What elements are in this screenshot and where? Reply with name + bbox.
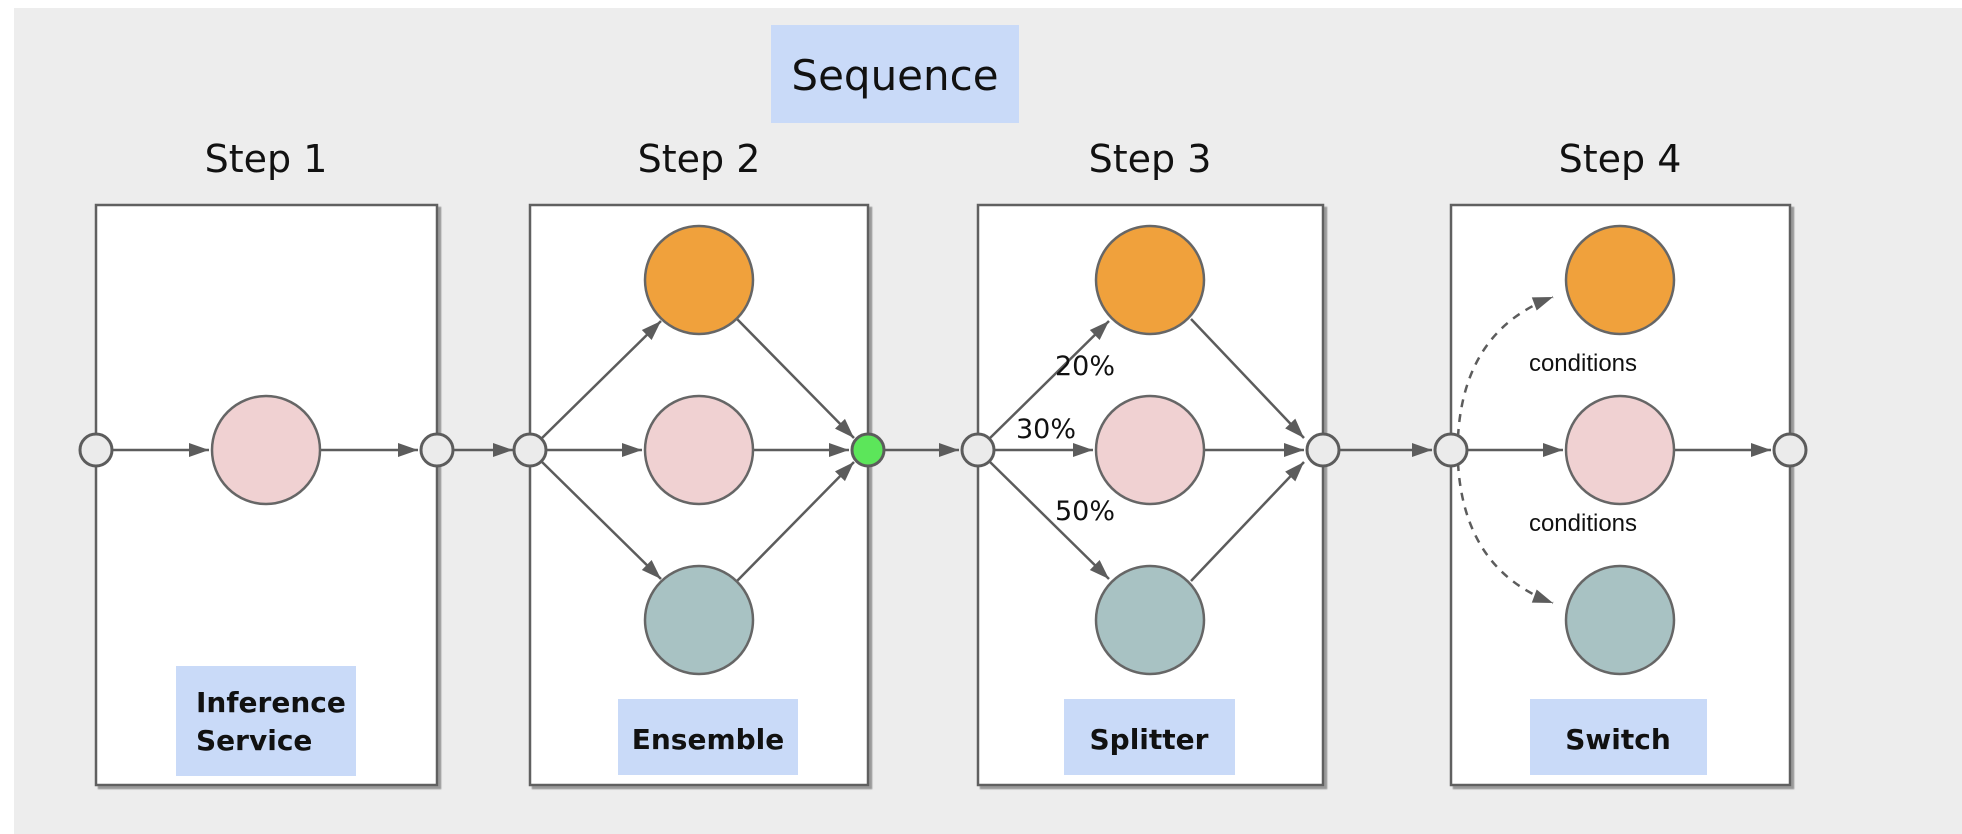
step-4-model-c-node	[1564, 564, 1676, 676]
step-4-title: Step 4	[1559, 137, 1682, 181]
step-2-model-b-node	[643, 394, 755, 506]
step-4-label-box	[1530, 699, 1707, 775]
step-2-combiner-output-node	[850, 432, 886, 468]
arrow-step3-to-teal	[988, 460, 1110, 580]
arrow-step3-teal-to-output	[1190, 461, 1305, 582]
step-2-label: Ensemble	[632, 723, 785, 756]
sequence-title-box	[771, 25, 1019, 123]
arrow-step4-condition-to-teal	[1456, 462, 1554, 605]
step-3-title: Step 3	[1089, 137, 1212, 181]
step-4-model-a-node	[1564, 224, 1676, 336]
step-4-label: Switch	[1565, 723, 1671, 756]
step-3-input-node	[960, 432, 996, 468]
branch-weight-50: 50%	[1055, 496, 1115, 527]
branch-weight-20: 20%	[1055, 351, 1115, 382]
step-1-output-node	[419, 432, 455, 468]
step-2-model-c-node	[643, 564, 755, 676]
branch-weight-30: 30%	[1016, 414, 1076, 445]
step-3-label: Splitter	[1090, 723, 1209, 756]
step-1-label-line2: Service	[196, 724, 312, 757]
step-3-model-c-node	[1094, 564, 1206, 676]
step-4-output-node	[1772, 432, 1808, 468]
step-3-output-node	[1305, 432, 1341, 468]
branch-condition-bottom: conditions	[1529, 510, 1637, 537]
step-1-input-node	[78, 432, 114, 468]
arrow-step3-orange-to-output	[1190, 318, 1305, 439]
step-4-model-b-node	[1564, 394, 1676, 506]
step-4-input-node	[1433, 432, 1469, 468]
arrow-step2-orange-to-combiner	[736, 318, 855, 439]
step-2-input-node	[512, 432, 548, 468]
arrow-step2-to-teal	[540, 460, 662, 580]
step-2-title: Step 2	[638, 137, 761, 181]
step-1-label-box	[176, 666, 356, 776]
step-1-model-node	[210, 394, 322, 506]
sequence-title: Sequence	[791, 51, 998, 100]
arrow-step2-teal-to-combiner	[736, 461, 855, 582]
step-3-model-a-node	[1094, 224, 1206, 336]
branch-condition-top: conditions	[1529, 350, 1637, 377]
step-3-label-box	[1064, 699, 1235, 775]
step-3-model-b-node	[1094, 394, 1206, 506]
arrow-step3-to-orange	[988, 320, 1110, 440]
arrow-step2-to-orange	[540, 320, 662, 440]
step-2-model-a-node	[643, 224, 755, 336]
step-1-title: Step 1	[205, 137, 328, 181]
step-1-label-line1: Inference	[196, 686, 346, 719]
step-2-label-box	[618, 699, 798, 775]
arrow-step4-condition-to-orange	[1456, 295, 1554, 438]
